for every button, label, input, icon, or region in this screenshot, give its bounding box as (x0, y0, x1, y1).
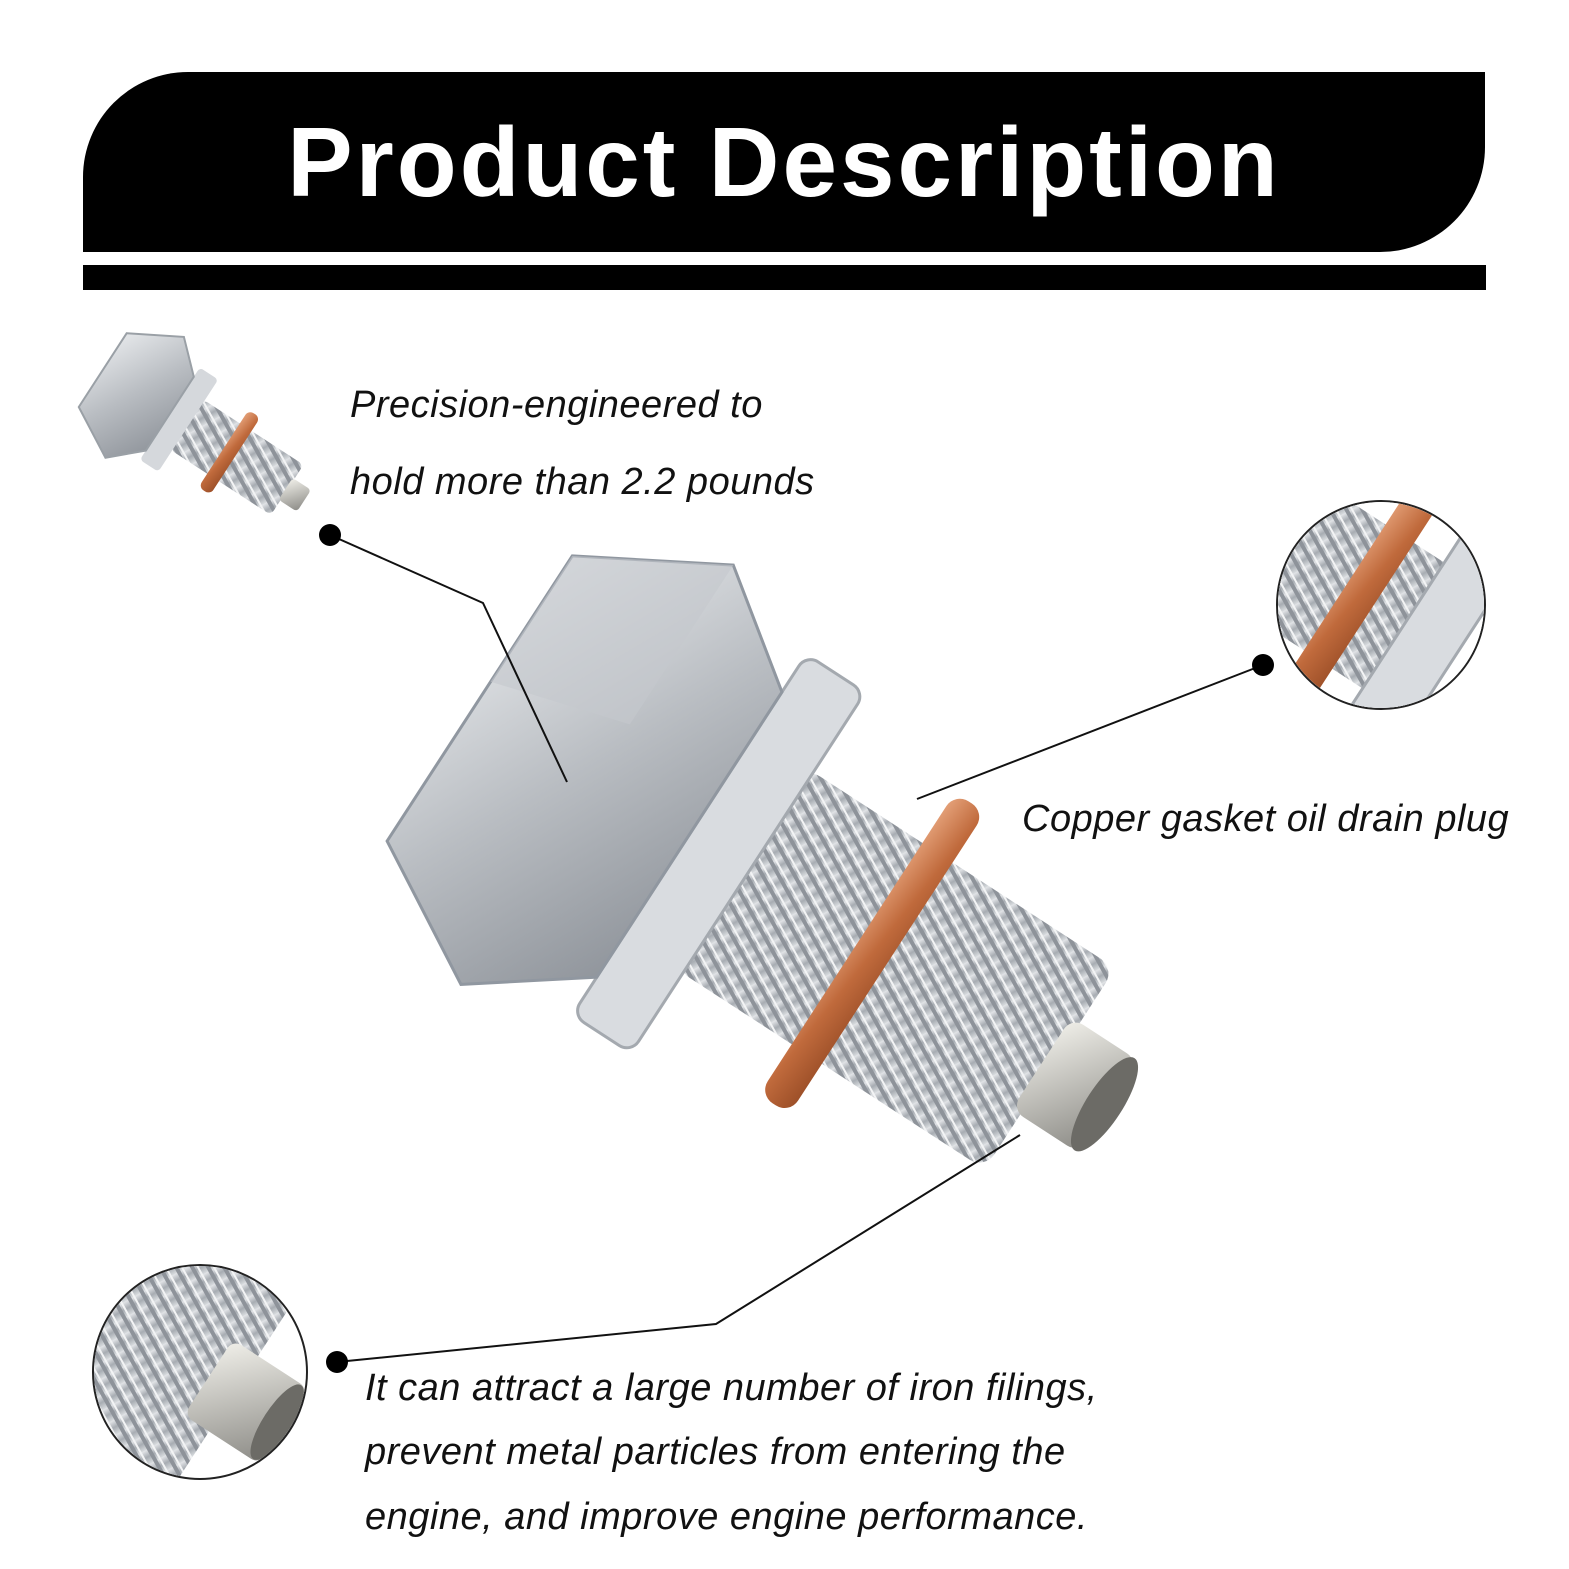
title-banner: Product Description (83, 72, 1485, 252)
leader-line-capacity (329, 534, 568, 783)
leader-line-magnet (336, 1134, 1021, 1363)
feature-capacity-line-1: Precision-engineered to (350, 384, 763, 426)
leader-dot-magnet (326, 1351, 348, 1373)
magnet-tip-closeup-icon (94, 1266, 305, 1478)
feature-gasket-line-1: Copper gasket oil drain plug (1022, 798, 1510, 840)
title-underline (83, 265, 1486, 290)
feature-magnet-line-1: It can attract a large number of iron fi… (365, 1367, 1098, 1409)
drain-plug-thumbnail-icon (77, 332, 310, 513)
copper-gasket-closeup-icon (1278, 502, 1484, 708)
leader-dot-gasket (1252, 654, 1274, 676)
page-title: Product Description (287, 106, 1281, 217)
leader-dot-capacity (319, 524, 341, 546)
leader-line-gasket (916, 664, 1264, 800)
feature-magnet-line-2: prevent metal particles from entering th… (365, 1431, 1066, 1473)
feature-capacity-line-2: hold more than 2.2 pounds (350, 461, 815, 503)
drain-plug-main-icon (385, 554, 1139, 1163)
feature-magnet-line-3: engine, and improve engine performance. (365, 1496, 1088, 1538)
